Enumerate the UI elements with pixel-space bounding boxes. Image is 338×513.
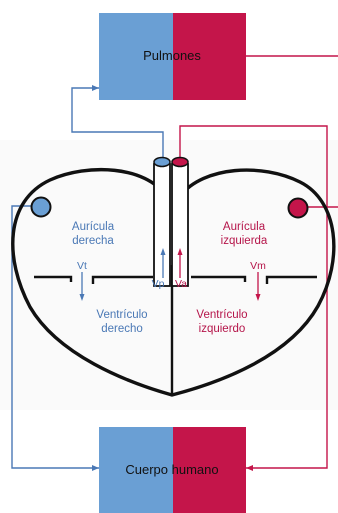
- pulmonary-artery-line: [71, 87, 164, 162]
- lungs-box: Pulmones: [99, 13, 246, 100]
- valve-flow-arrows: [79, 248, 261, 301]
- body-box-blue-half: [99, 427, 173, 513]
- mitral-left-flap: [191, 275, 247, 282]
- body-box-red-half: [173, 427, 246, 513]
- pulmonary-up-arrow-icon: [160, 248, 166, 255]
- vena-cava-inlet: [30, 196, 52, 218]
- body-box: Cuerpo humano: [99, 427, 246, 513]
- great-vessels: [153, 163, 189, 287]
- av-dividers: [34, 275, 317, 284]
- body-label: Cuerpo humano: [125, 462, 218, 477]
- tricuspid-right-flap: [91, 275, 153, 284]
- left-ventricle-label-line1: Ventrículo: [196, 309, 247, 321]
- lungs-label: Pulmones: [143, 48, 201, 63]
- pulmonary-vein-inlet: [287, 197, 309, 219]
- tricuspid-down-arrow-icon: [79, 294, 85, 301]
- chamber-labels: Aurícula derecha Aurícula izquierda Vent…: [72, 221, 268, 335]
- mitral-valve-label: Vm: [250, 260, 266, 272]
- mitral-down-arrow-icon: [255, 294, 261, 301]
- valve-labels: Vt Vm Vp Va: [77, 260, 266, 290]
- pulmonary-trunk: [153, 163, 171, 287]
- pulmonary-valve-label: Vp: [152, 278, 165, 290]
- arrow-into-body-icon: [92, 465, 99, 471]
- aortic-opening: [171, 156, 189, 168]
- right-atrium-label-line2: derecha: [72, 235, 114, 247]
- pulmonary-opening: [153, 156, 171, 168]
- left-atrium-label-line1: Aurícula: [223, 221, 266, 233]
- right-ventricle-label-line2: derecho: [101, 323, 143, 335]
- aorta-line: [179, 125, 328, 469]
- left-atrium-label-line2: izquierda: [221, 235, 268, 247]
- lungs-box-red-half: [173, 13, 246, 100]
- arrow-into-lungs-icon: [92, 85, 99, 91]
- oxygen-rich-circuit: [179, 55, 338, 469]
- left-ventricle-label-line2: izquierdo: [199, 323, 246, 335]
- aortic-up-arrow-icon: [177, 248, 183, 255]
- right-atrium-label-line1: Aurícula: [72, 221, 115, 233]
- tricuspid-valve-label: Vt: [77, 260, 87, 272]
- arrow-from-aorta-icon: [246, 465, 253, 471]
- aortic-valve-label: Va: [175, 278, 187, 290]
- lungs-box-blue-half: [99, 13, 173, 100]
- right-ventricle-label-line1: Ventrículo: [96, 309, 147, 321]
- mitral-right-flap: [265, 275, 317, 284]
- tricuspid-left-flap: [34, 275, 73, 282]
